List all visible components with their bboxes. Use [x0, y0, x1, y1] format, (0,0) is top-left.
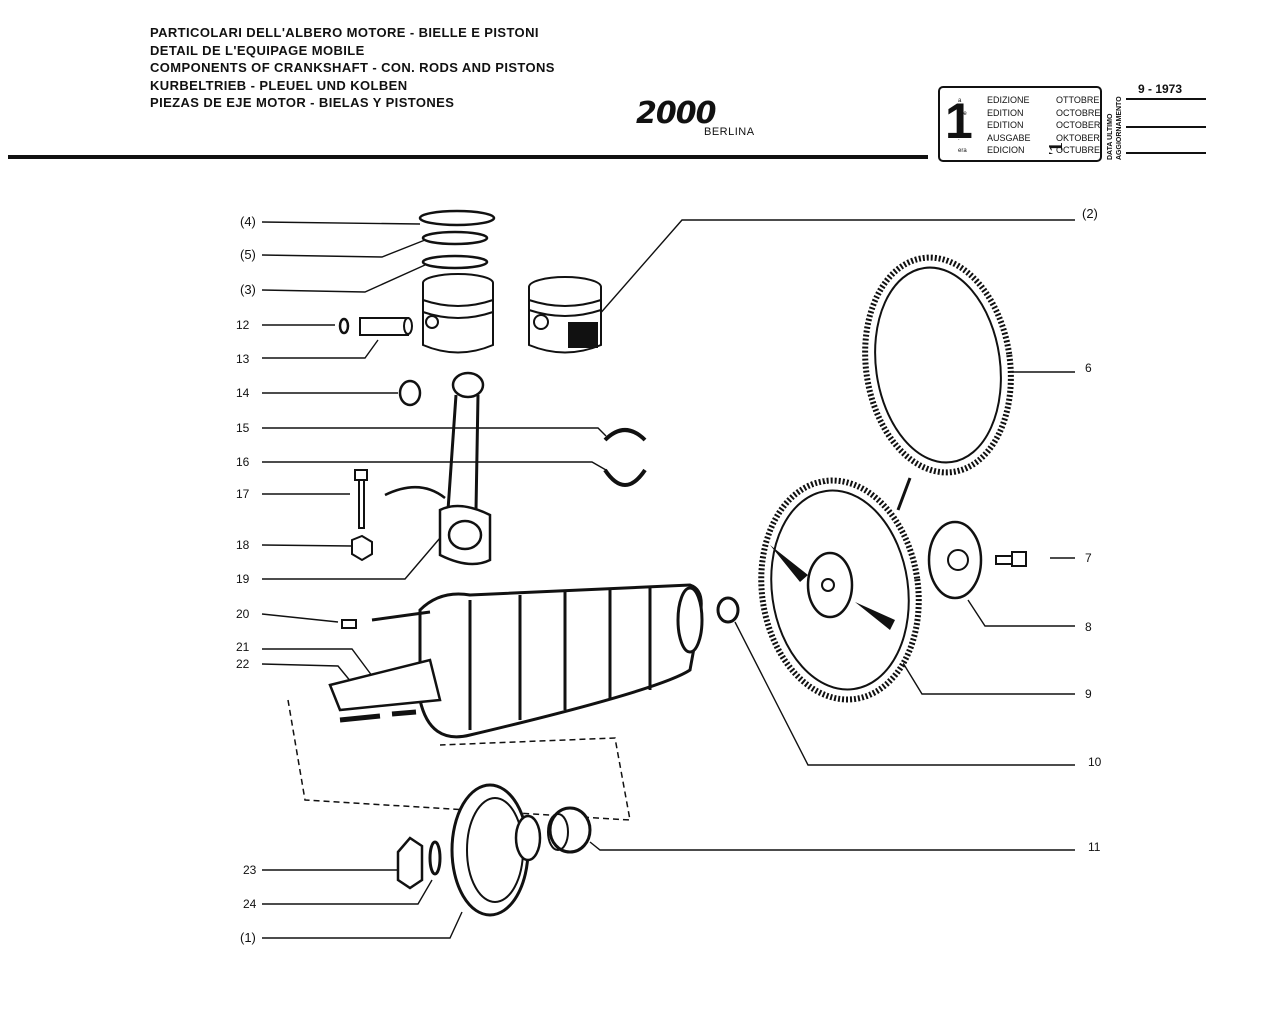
callout-23: 23: [243, 863, 257, 877]
edition-labels: EDIZIONE EDITION EDITION AUSGABE EDICION: [987, 94, 1031, 157]
callout-15: 15: [236, 421, 250, 435]
edition-label-fr: EDITION: [987, 107, 1024, 118]
pulley-nut-washer: [396, 836, 442, 890]
callout-18: 18: [236, 538, 250, 552]
dowel-arrow: [371, 610, 431, 622]
callout-1: (1): [240, 930, 256, 945]
header-rule: [8, 155, 928, 159]
callout-13: 13: [236, 352, 250, 366]
callout-12: 12: [236, 318, 250, 332]
piston: [422, 273, 494, 354]
title-italian: PARTICOLARI DELL'ALBERO MOTORE - BIELLE …: [150, 25, 539, 40]
callout-8: 8: [1085, 620, 1092, 634]
update-line-3: [1126, 152, 1206, 154]
title-spanish: PIEZAS DE EJE MOTOR - BIELAS Y PISTONES: [150, 95, 455, 110]
callout-17: 17: [236, 487, 250, 501]
update-date-label: DATA ULTIMO AGGIORNAMENTO: [1107, 96, 1123, 160]
edition-ordinals: a ere st . era: [958, 98, 967, 154]
assembly-arrow: [384, 485, 446, 499]
callouts-left: (4) (5) (3) 12 13 14 15 16 17 18 19 20 2…: [236, 214, 257, 945]
piston-rings: [418, 209, 496, 270]
crankshaft-pulley: [450, 783, 542, 917]
woodruff-keys: [339, 709, 417, 723]
callout-11: 11: [1088, 840, 1101, 854]
edition-label-es: EDICION: [987, 145, 1025, 155]
flywheel-bolt: [995, 551, 1027, 567]
callout-2: (2): [1082, 206, 1098, 221]
model-logo: 2000: [636, 96, 716, 131]
ring-arrow: [896, 477, 912, 511]
model-variant: BERLINA: [704, 126, 755, 138]
callout-3: (3): [240, 282, 256, 297]
title-block: PARTICOLARI DELL'ALBERO MOTORE - BIELLE …: [150, 24, 555, 112]
connecting-rod: [438, 371, 492, 566]
pilot-bush: [716, 596, 740, 624]
edition-month-de: OKTOBER: [1056, 132, 1100, 143]
flywheel: [758, 477, 922, 703]
callout-19: 19: [236, 572, 250, 586]
dowel-pin: [341, 619, 357, 629]
callout-20: 20: [236, 607, 250, 621]
rod-bolt: [354, 469, 368, 529]
edition-label-de: AUSGABE: [987, 132, 1031, 143]
small-end-bush: [398, 379, 422, 407]
callout-5: (5): [240, 247, 256, 262]
edition-year: 1971: [1045, 142, 1067, 154]
svg-text:AGGIORNAMENTO: AGGIORNAMENTO: [1116, 96, 1123, 160]
callout-14: 14: [236, 386, 250, 400]
callout-6: 6: [1085, 361, 1092, 375]
title-english: COMPONENTS OF CRANKSHAFT - CON. RODS AND…: [150, 60, 555, 75]
callout-7: 7: [1085, 551, 1092, 565]
crankshaft: [328, 583, 704, 739]
update-line-1: [1126, 98, 1206, 100]
edition-month-fr: OCTOBRE: [1056, 107, 1101, 118]
piston-pin: [338, 317, 413, 336]
last-update-date: 9 - 1973: [1138, 82, 1183, 96]
callouts-right: (2) 6 7 8 9 10 11: [1082, 206, 1102, 854]
edition-month-es: OCTUBRE: [1056, 145, 1101, 155]
edition-months: OTTOBRE OCTOBRE OCTOBER OKTOBER OCTUBRE: [1056, 94, 1100, 157]
bearing-shells: [603, 428, 647, 487]
edition-number: 1: [945, 93, 973, 149]
callout-22: 22: [236, 657, 250, 671]
callout-16: 16: [236, 455, 250, 469]
edition-month-en: OCTOBER: [1056, 120, 1101, 130]
edition-month-it: OTTOBRE: [1056, 95, 1100, 105]
edition-box: [938, 86, 1102, 162]
svg-text:DATA ULTIMO: DATA ULTIMO: [1107, 113, 1114, 160]
piston-assembly: [528, 276, 602, 354]
callout-21: 21: [236, 640, 250, 654]
flywheel-plate: [927, 520, 983, 600]
edition-label-it: EDIZIONE: [987, 95, 1030, 105]
ring-gear: [862, 254, 1014, 476]
timing-gear: [547, 806, 592, 854]
leader-lines: [261, 219, 1075, 939]
callout-24: 24: [243, 897, 257, 911]
rod-nut: [351, 534, 373, 562]
callout-10: 10: [1088, 755, 1102, 769]
edition-label-en: EDITION: [987, 120, 1024, 130]
update-line-2: [1126, 126, 1206, 128]
callout-9: 9: [1085, 687, 1092, 701]
title-french: DETAIL DE L'EQUIPAGE MOBILE: [150, 42, 365, 58]
title-german: KURBELTRIEB - PLEUEL UND KOLBEN: [150, 77, 408, 93]
callout-4: (4): [240, 214, 256, 229]
svg-text:1971: 1971: [1045, 142, 1067, 154]
